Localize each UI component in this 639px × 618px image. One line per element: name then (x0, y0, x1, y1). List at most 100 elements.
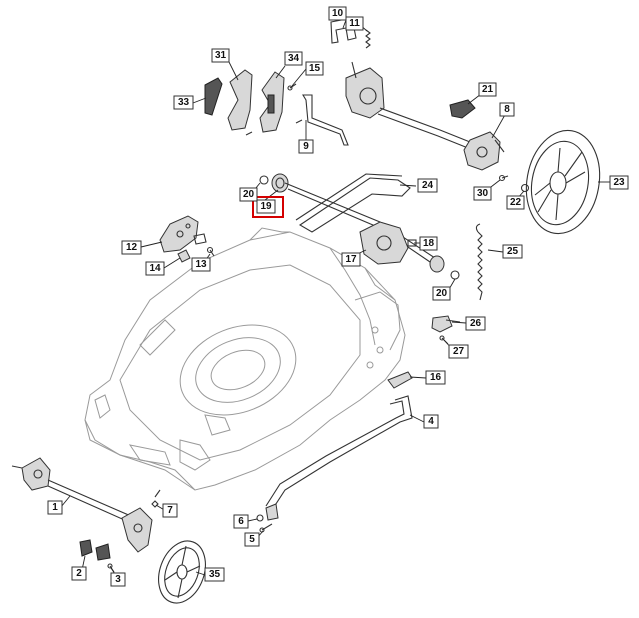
highlight-19-box (252, 196, 284, 218)
callout-21: 21 (478, 82, 497, 97)
callout-19: 19 (256, 199, 276, 214)
drive-lever-assembly (345, 61, 471, 149)
part-33-grip (204, 77, 223, 116)
callout-11: 11 (345, 16, 364, 31)
svg-text:11: 11 (349, 18, 360, 29)
svg-text:21: 21 (482, 84, 494, 95)
callout-30: 30 (473, 186, 492, 201)
part-30-screw (498, 174, 509, 182)
callout-34: 34 (284, 51, 303, 66)
callout-17: 17 (341, 252, 361, 267)
callout-14: 14 (145, 261, 165, 276)
callout-13: 13 (191, 257, 211, 272)
svg-text:1: 1 (52, 502, 58, 513)
screws-near-covers (245, 119, 303, 136)
callout-9: 9 (298, 139, 314, 154)
svg-text:19: 19 (260, 201, 272, 212)
svg-text:27: 27 (453, 346, 465, 357)
mower-deck (84, 227, 406, 491)
part-8-bracket (463, 131, 505, 171)
callout-18: 18 (419, 236, 438, 251)
svg-text:25: 25 (507, 246, 519, 257)
part-13-screw (206, 246, 215, 257)
part-35-front-wheel (158, 540, 206, 604)
rod-4-end-fitting (265, 503, 279, 521)
callout-23: 23 (609, 175, 629, 190)
part-7-bolt (151, 489, 161, 508)
callout-5: 5 (244, 532, 260, 547)
part-4-rod (265, 395, 413, 511)
callout-27: 27 (448, 344, 469, 359)
svg-text:34: 34 (288, 53, 300, 64)
part-15-screw (287, 83, 297, 91)
callout-10: 10 (328, 6, 347, 21)
part-26-bracket (431, 315, 461, 333)
part-6-nut (256, 514, 264, 522)
svg-text:4: 4 (428, 416, 434, 427)
part-11-spring (365, 29, 371, 49)
svg-text:7: 7 (167, 505, 173, 516)
callout-31: 31 (211, 48, 230, 63)
svg-text:20: 20 (436, 288, 448, 299)
part-2-clip (79, 539, 111, 561)
part-12-washer (193, 233, 207, 245)
svg-text:30: 30 (477, 188, 489, 199)
gearbox-right-bushing (429, 255, 445, 273)
part-9-rod (302, 94, 349, 146)
callout-22: 22 (506, 195, 525, 210)
part-24-belt (295, 173, 411, 233)
svg-text:17: 17 (345, 254, 357, 265)
callout-6: 6 (233, 514, 249, 529)
part-25-spring (475, 223, 483, 301)
callout-33: 33 (173, 95, 194, 110)
svg-text:6: 6 (238, 516, 244, 527)
part-22-washer (520, 183, 530, 193)
part-20-washer-top (259, 175, 269, 185)
svg-text:12: 12 (126, 242, 138, 253)
callout-7: 7 (162, 503, 178, 518)
part-23-rear-wheel (525, 129, 601, 235)
svg-text:16: 16 (430, 372, 442, 383)
part-31-cover (227, 69, 253, 131)
callout-20-top: 20 (239, 187, 258, 202)
callout-12: 12 (121, 240, 142, 255)
svg-text:20: 20 (243, 189, 255, 200)
svg-text:15: 15 (309, 63, 321, 74)
callout-16: 16 (425, 370, 446, 385)
svg-text:2: 2 (76, 568, 82, 579)
svg-text:24: 24 (422, 180, 434, 191)
callout-labels: 10 11 31 34 15 33 9 21 8 20 19 24 30 22 … (47, 6, 629, 587)
svg-text:10: 10 (332, 8, 344, 19)
callout-20-bottom: 20 (432, 286, 451, 301)
svg-text:31: 31 (215, 50, 227, 61)
part-20-washer-bottom (450, 270, 460, 280)
svg-text:26: 26 (470, 318, 482, 329)
svg-text:35: 35 (209, 569, 221, 580)
svg-text:18: 18 (423, 238, 435, 249)
callout-3: 3 (110, 572, 126, 587)
part-19-bushing (271, 173, 289, 193)
svg-text:14: 14 (149, 263, 161, 274)
part-17-gearbox (359, 221, 409, 265)
callout-35: 35 (204, 567, 225, 582)
svg-text:13: 13 (195, 259, 207, 270)
callout-15: 15 (305, 61, 324, 76)
svg-text:9: 9 (303, 141, 309, 152)
leader-lines (60, 19, 610, 578)
svg-text:22: 22 (510, 197, 522, 208)
part-14-clip (177, 249, 191, 263)
callout-4: 4 (423, 414, 439, 429)
svg-text:33: 33 (178, 97, 190, 108)
callout-26: 26 (465, 316, 486, 331)
callout-24: 24 (417, 178, 438, 193)
svg-text:5: 5 (249, 534, 255, 545)
svg-text:3: 3 (115, 574, 121, 585)
part-16-clip (387, 371, 413, 389)
part-21-latch (449, 99, 476, 119)
callout-1: 1 (47, 500, 63, 515)
rear-axle (284, 182, 436, 265)
svg-text:23: 23 (613, 177, 625, 188)
svg-text:8: 8 (504, 104, 510, 115)
